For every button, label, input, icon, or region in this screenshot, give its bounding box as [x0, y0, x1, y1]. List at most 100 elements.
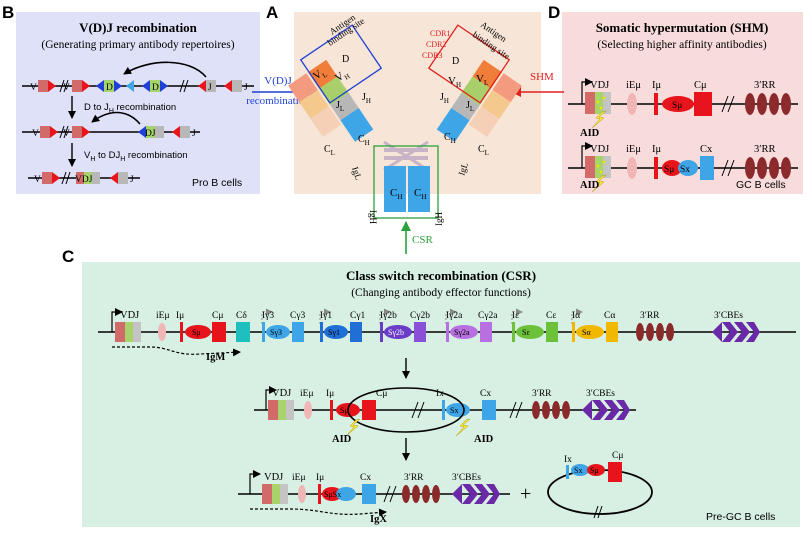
c2-cmu-label: Cμ [376, 389, 387, 399]
cmu-label: Cμ [694, 80, 707, 91]
rss-triangle-icon [114, 80, 122, 92]
panel-b-row2: V V DJ J [22, 111, 200, 139]
c1-cmu-label: Cμ [212, 311, 223, 321]
left-jh-label: JH [362, 92, 371, 105]
c1-cg3-label: Cγ3 [290, 311, 306, 321]
fc-ch-domain [408, 166, 430, 212]
left-d-label: D [342, 54, 349, 65]
iemu-label: iEμ [626, 144, 641, 155]
left-igh-label: IgH [368, 210, 378, 224]
c2-ix-label: Ix [436, 389, 444, 399]
c1-igm-label: IgM [206, 352, 225, 363]
j-segment-label: J [244, 83, 248, 93]
j-segment-box [118, 172, 128, 184]
c1-cg2b-label: Cγ2b [410, 311, 430, 321]
smu-label: Sμ [664, 165, 674, 175]
panel-c-row1: VDJ iEμ Iμ Sμ Cμ Cδ Iγ3 Sγ3 Cγ3 Iγ1 Sγ1 … [98, 308, 796, 363]
rss-triangle-icon [110, 172, 118, 184]
jl-domain [481, 89, 511, 119]
dj-segment-label: DJ [145, 129, 156, 139]
imu-label: Iμ [652, 144, 661, 155]
rss-triangle-icon [82, 126, 90, 138]
fc-left-ch-label: CH [390, 187, 402, 201]
panel-a-letter: A [266, 3, 278, 22]
j-segment-box [232, 80, 242, 92]
rss-triangle-icon [138, 126, 146, 138]
jl-domain [299, 89, 329, 119]
aid-label: AID [580, 128, 600, 139]
cl-domain [468, 106, 500, 137]
panel-b-title: V(D)J recombination [79, 20, 198, 35]
rss-triangle-icon [82, 80, 90, 92]
c1-se-label: Sε [522, 328, 530, 337]
lightning-icon [345, 418, 361, 437]
d-segment-box [150, 80, 160, 92]
c2-sx-label: Sx [450, 406, 458, 415]
iemu-label: iEμ [626, 80, 641, 91]
c3-cbe-label: 3′CBEs [452, 473, 481, 483]
rss-triangle-icon [172, 126, 180, 138]
v-to-dj-join-arrow [91, 111, 141, 125]
c1-ig1-label: Iγ1 [320, 311, 332, 321]
ch-domain [340, 107, 374, 142]
cdr2-label: CDR2 [426, 40, 446, 49]
panel-c-background [82, 262, 800, 527]
right-ch-label: CH [444, 132, 456, 145]
cdr3-label: CDR3 [422, 51, 442, 60]
vdj-label: VDJ [590, 144, 609, 155]
c2-cbe-label: 3′CBEs [586, 389, 615, 399]
c2-aid-right-label: AID [474, 434, 494, 445]
rss-triangle-icon [52, 172, 60, 184]
right-d-label: D [452, 56, 459, 67]
ch-domain [436, 107, 470, 142]
j-segment-box [206, 80, 216, 92]
c2-imu-label: Iμ [326, 389, 334, 399]
c1-cg1-label: Cγ1 [350, 311, 366, 321]
right-jl-label: JL [466, 100, 474, 113]
j-segment-label: J [130, 175, 134, 185]
c2-cx-label: Cx [480, 389, 491, 399]
c1-ig2a-label: Iγ2a [446, 311, 463, 321]
panel-b-background [16, 12, 260, 194]
panel-d-subtitle: (Selecting higher affinity antibodies) [597, 39, 767, 51]
sx-label: Sx [680, 165, 690, 175]
c1-cbe-label: 3′CBEs [714, 311, 743, 321]
cx-label: Cx [700, 144, 713, 155]
v-segment-label: V [63, 129, 70, 139]
panel-b-row3: V VDJ J [28, 171, 140, 185]
vdj-arrow-label-line1: V(D)J [264, 75, 292, 87]
panel-d-letter: D [548, 3, 560, 22]
fc-right-ch-label: CH [414, 187, 426, 201]
panel-d-row1: VDJ iEμ Iμ Sμ Cμ 3′RR AID [568, 78, 798, 139]
c1-smu-label: Sμ [192, 328, 201, 337]
vdj-segment-label: VDJ [75, 175, 93, 185]
v-segment-label: V [34, 175, 41, 185]
c3-rr-label: 3′RR [404, 473, 424, 483]
c3-cx-label: Cx [360, 473, 371, 483]
left-ch-label: CH [358, 134, 370, 147]
vl-domain [492, 73, 522, 103]
v-segment-box [72, 80, 82, 92]
shm-arrow-label: SHM [530, 71, 554, 83]
v-segment-box [40, 126, 50, 138]
panel-d-cell-type: GC B cells [736, 179, 786, 191]
right-cl-label: CL [478, 144, 489, 157]
left-jl-label: JL [336, 100, 344, 113]
rss-triangle-icon [50, 126, 58, 138]
rss-triangle-icon [224, 80, 232, 92]
c2-rr-label: 3′RR [532, 389, 552, 399]
j-segment-box [180, 126, 190, 138]
d-segment-label: D [106, 83, 113, 93]
panel-c-cell-type: Pre-GC B cells [706, 511, 775, 523]
d-segment-box [104, 80, 114, 92]
v-segment-box [76, 172, 84, 184]
c1-ig2b-label: Iγ2b [380, 311, 397, 321]
c1-iemu-label: iEμ [156, 311, 170, 321]
step1-label: D to JH recombination [84, 102, 176, 115]
c3-igx-label: IgX [370, 514, 387, 525]
csr-arrow-label: CSR [412, 234, 433, 246]
vl-domain [288, 73, 318, 103]
circle-smu-label: Sμ [590, 466, 599, 475]
